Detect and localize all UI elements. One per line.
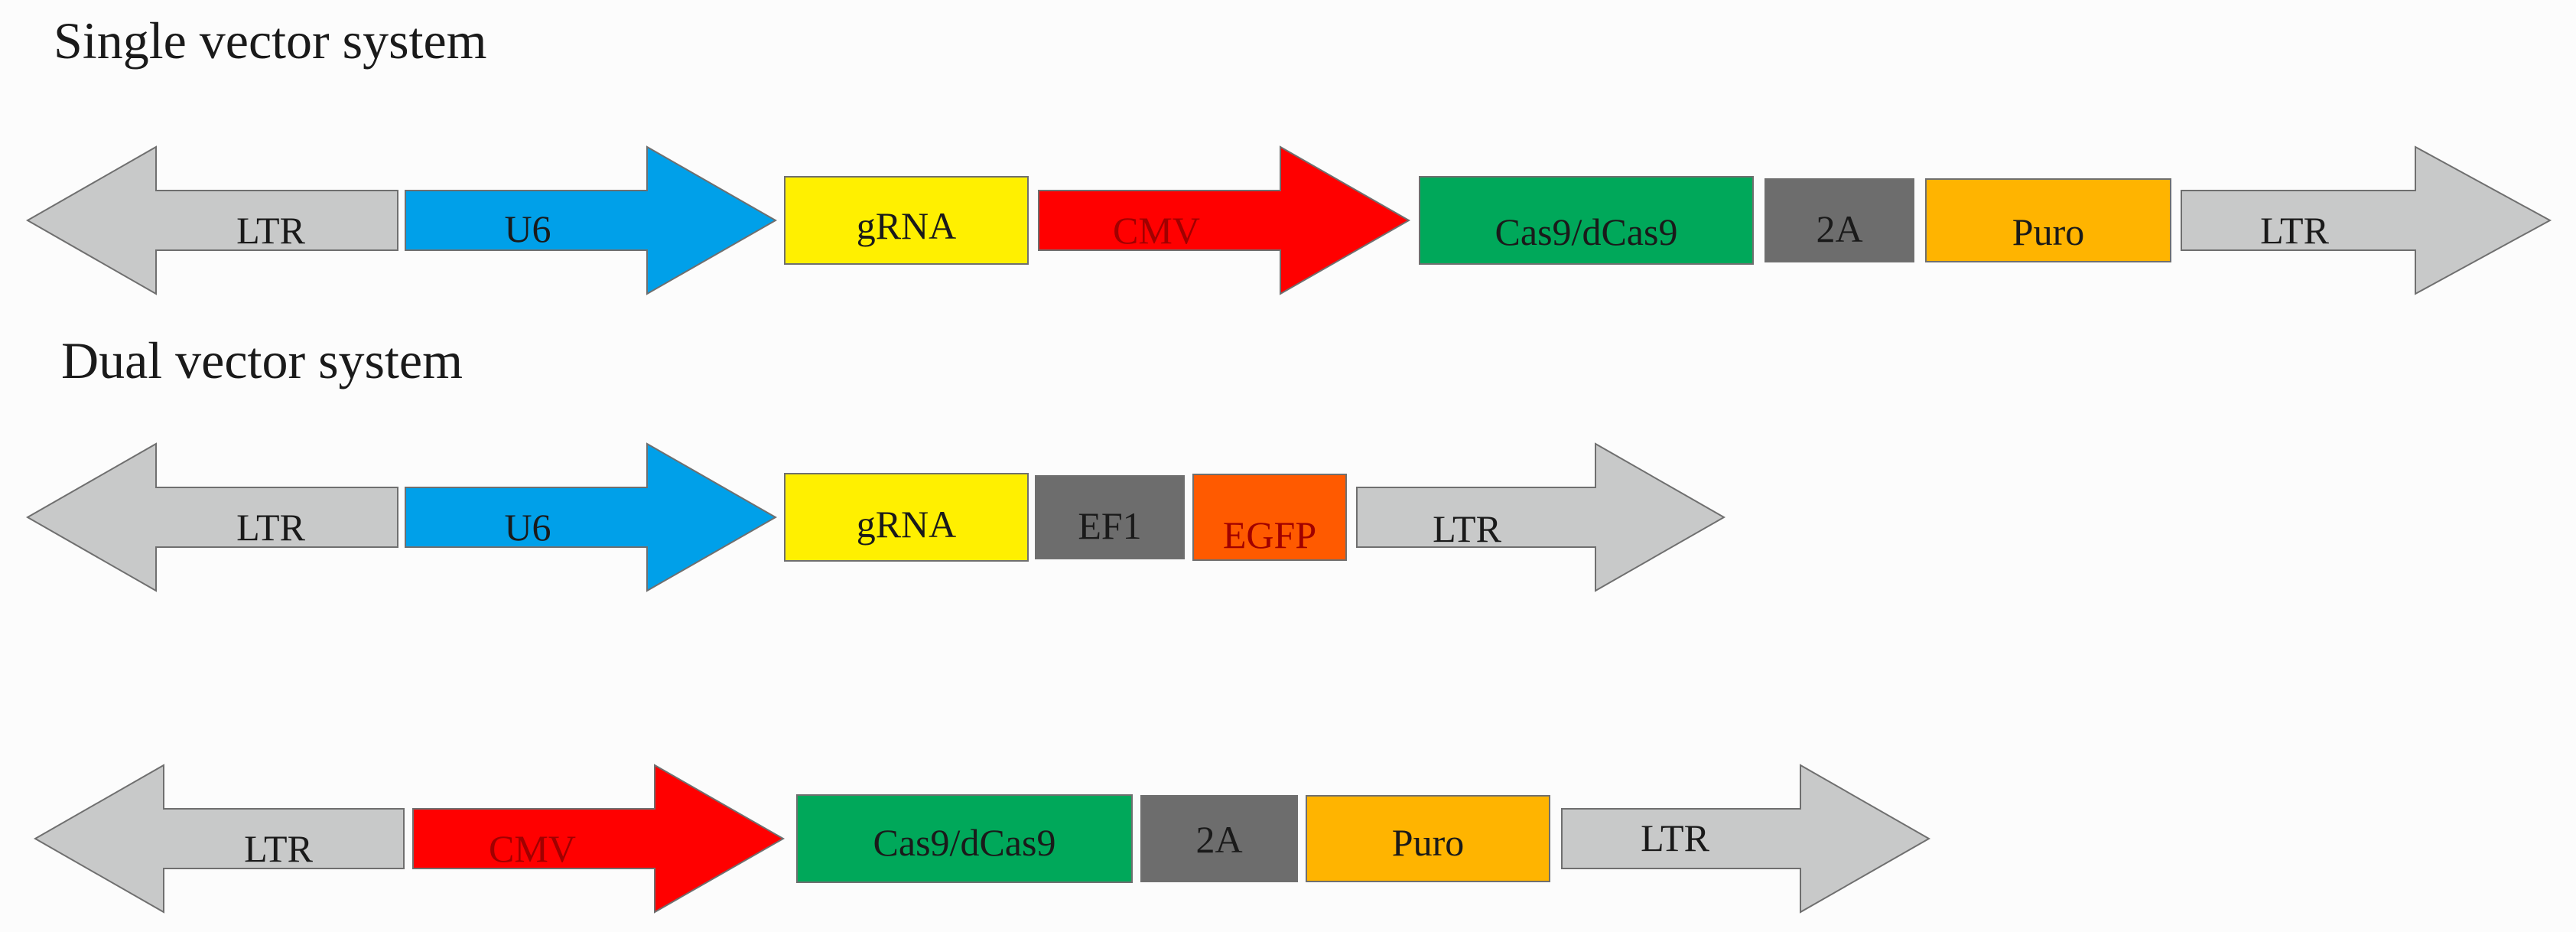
egfp-box	[1192, 474, 1347, 561]
cas9-dcas9-label: Cas9/dCas9	[1495, 210, 1678, 253]
element-cmv-3: CMV	[1038, 145, 1411, 295]
element-ltr-0: LTR	[25, 145, 398, 295]
grna-label: gRNA	[857, 204, 957, 247]
element-puro-4: Puro	[1306, 795, 1550, 882]
2a-box	[1764, 178, 1914, 262]
element-2a-5: 2A	[1764, 178, 1914, 262]
element-ltr-5: LTR	[1561, 764, 1931, 914]
puro-label: Puro	[2012, 210, 2084, 253]
element-puro-6: Puro	[1925, 178, 2171, 262]
u6-label: U6	[504, 207, 551, 250]
element-cmv-1: CMV	[412, 764, 785, 914]
construct-dual-grna: LTR U6 gRNA EF1 EGFP LTR	[25, 442, 1726, 592]
grna-label: gRNA	[857, 503, 957, 546]
dual-vector-title: Dual vector system	[61, 331, 463, 389]
ltr-label: LTR	[2260, 209, 2329, 252]
ltr-label: LTR	[236, 209, 305, 252]
ltr-label: LTR	[244, 827, 313, 870]
u6-arrow-right	[405, 442, 778, 592]
grna-box	[784, 176, 1029, 265]
element-ltr-7: LTR	[2181, 145, 2552, 295]
element-2a-3: 2A	[1140, 795, 1298, 882]
element-ltr-0: LTR	[25, 442, 398, 592]
ltr-arrow-left	[25, 145, 398, 295]
puro-box	[1925, 178, 2171, 262]
u6-label: U6	[504, 506, 551, 549]
puro-box	[1306, 795, 1550, 882]
ef1-box	[1035, 475, 1185, 559]
element-egfp-4: EGFP	[1192, 474, 1347, 561]
ltr-arrow-right	[1356, 442, 1726, 592]
cmv-arrow-right	[412, 764, 785, 914]
single-vector-title: Single vector system	[54, 11, 487, 70]
element-ef1-3: EF1	[1035, 475, 1185, 559]
cas9-dcas9-box	[796, 794, 1133, 883]
ltr-arrow-left	[33, 764, 405, 914]
2a-label: 2A	[1195, 818, 1242, 861]
element-grna-2: gRNA	[784, 473, 1029, 562]
ltr-label: LTR	[1641, 816, 1709, 859]
puro-label: Puro	[1392, 821, 1464, 864]
ltr-arrow-right	[1561, 764, 1931, 914]
u6-arrow-right	[405, 145, 778, 295]
egfp-label: EGFP	[1223, 513, 1316, 556]
2a-label: 2A	[1816, 207, 1862, 250]
cmv-arrow-right	[1038, 145, 1411, 295]
construct-single: LTR U6 gRNA CMV Cas9/dCas9 2A Puro LTR	[25, 145, 2552, 295]
element-cas9-dcas9-2: Cas9/dCas9	[796, 794, 1133, 883]
element-u6-1: U6	[405, 145, 778, 295]
2a-box	[1140, 795, 1298, 882]
ltr-label: LTR	[236, 506, 305, 549]
grna-box	[784, 473, 1029, 562]
ltr-label: LTR	[1433, 507, 1501, 550]
element-ltr-5: LTR	[1356, 442, 1726, 592]
element-grna-2: gRNA	[784, 176, 1029, 265]
cmv-label: CMV	[489, 827, 576, 870]
cas9-dcas9-box	[1419, 176, 1754, 265]
ltr-arrow-right	[2181, 145, 2552, 295]
ltr-arrow-left	[25, 442, 398, 592]
construct-dual-cas9: LTR CMV Cas9/dCas9 2A Puro LTR	[33, 764, 1931, 914]
cas9-dcas9-label: Cas9/dCas9	[873, 821, 1056, 864]
element-u6-1: U6	[405, 442, 778, 592]
cmv-label: CMV	[1113, 209, 1200, 252]
ef1-label: EF1	[1078, 504, 1141, 547]
element-cas9-dcas9-4: Cas9/dCas9	[1419, 176, 1754, 265]
element-ltr-0: LTR	[33, 764, 405, 914]
